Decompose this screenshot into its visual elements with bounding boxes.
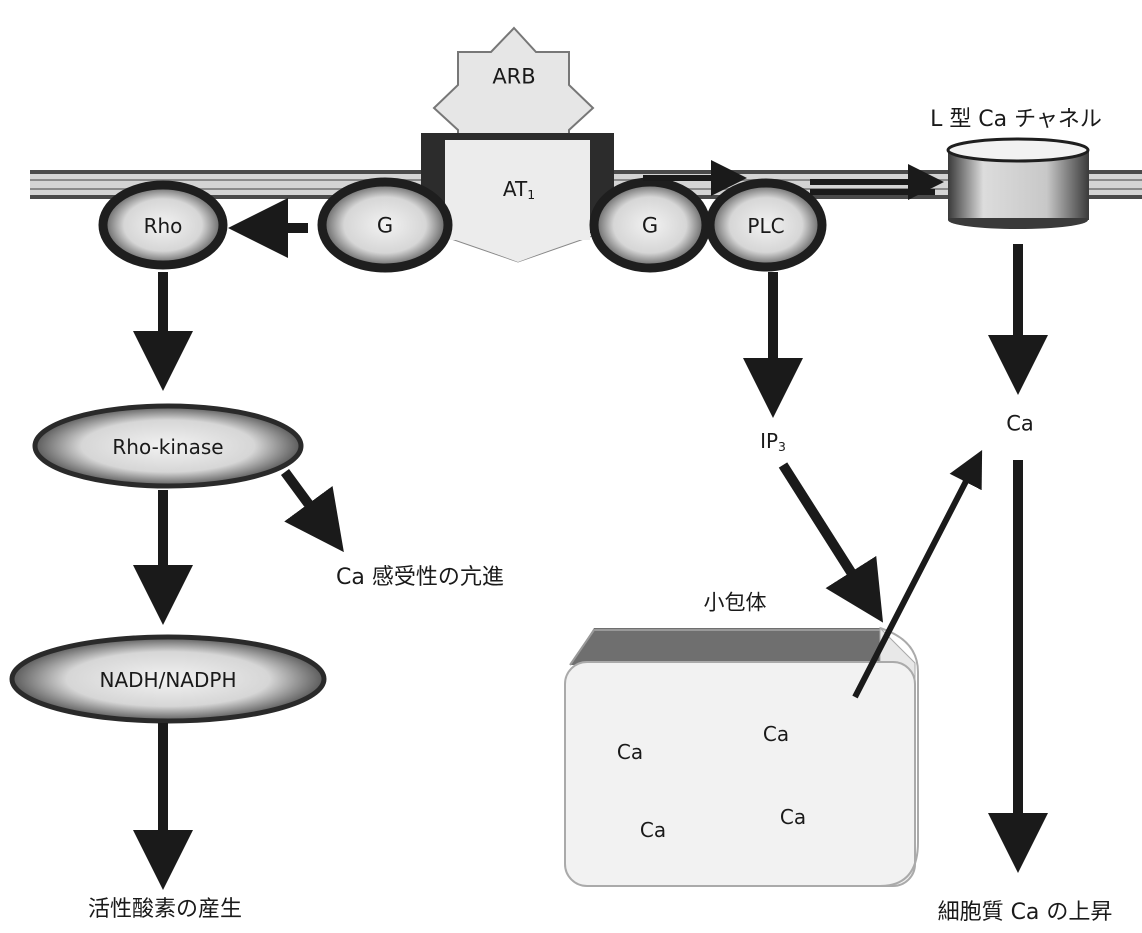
- arrow-kinase-to-sensitivity: [285, 472, 335, 540]
- ca-store-label-3: Ca: [640, 820, 666, 840]
- rho-label: Rho: [144, 216, 183, 236]
- ip3-label: IP3: [760, 431, 786, 454]
- at1-label: AT1: [503, 179, 535, 202]
- l-type-ca-channel-label: L 型 Ca チャネル: [930, 109, 1102, 131]
- at1-label-base: AT: [503, 177, 527, 201]
- ip3-label-subscript: 3: [778, 439, 786, 454]
- arb-label: ARB: [492, 67, 535, 88]
- g-protein-left-label: G: [377, 216, 393, 237]
- arrow-ip3-to-reticulum: [783, 465, 875, 610]
- nadh-nadph-label: NADH/NADPH: [100, 670, 237, 690]
- plc-label: PLC: [747, 216, 784, 236]
- cytosolic-ca-rise-label: 細胞質 Ca の上昇: [938, 902, 1113, 924]
- reticulum-label: 小包体: [704, 593, 767, 614]
- ca-store-label-1: Ca: [617, 742, 643, 762]
- ca-store-label-4: Ca: [780, 807, 806, 827]
- g-protein-right-label: G: [642, 216, 658, 237]
- rho-kinase-label: Rho-kinase: [112, 437, 223, 457]
- l-type-ca-channel-shape: [948, 139, 1089, 229]
- ca-sensitivity-label: Ca 感受性の亢進: [336, 567, 504, 589]
- ca-top-label: Ca: [1006, 414, 1034, 435]
- ros-production-label: 活性酸素の産生: [88, 899, 242, 921]
- at1-label-subscript: 1: [527, 187, 535, 202]
- ca-store-label-2: Ca: [763, 724, 789, 744]
- ip3-label-base: IP: [760, 429, 778, 453]
